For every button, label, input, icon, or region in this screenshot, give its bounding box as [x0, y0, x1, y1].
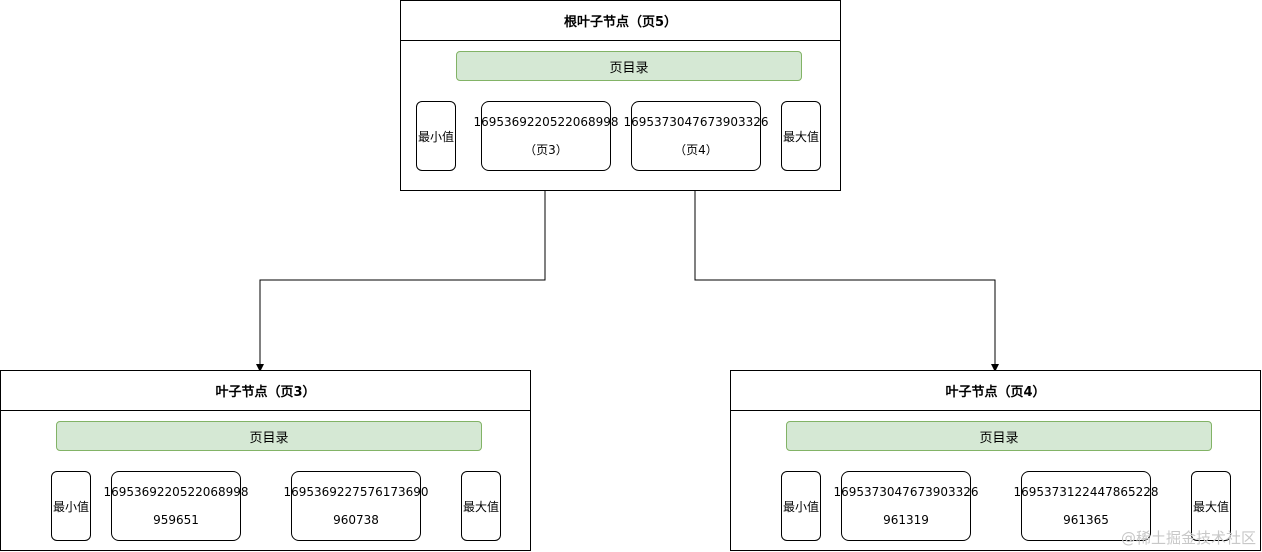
- root-record-2: 1695373047673903326 （页4）: [623, 101, 769, 171]
- leaf-page3-record-1-value: 959651: [153, 513, 199, 527]
- root-record-1-pointer: （页3）: [524, 143, 568, 157]
- leaf-page4-record-1-key: 1695373047673903326: [833, 485, 979, 499]
- root-min-value: 最小值: [416, 101, 456, 171]
- connector-root-to-page4: [694, 171, 999, 372]
- leaf-page4-record-2-value: 961365: [1063, 513, 1109, 527]
- leaf-page3-record-2-key: 1695369227576173690: [283, 485, 429, 499]
- connector-root-to-page3: [256, 171, 546, 372]
- leaf-page4-directory: 页目录: [786, 421, 1212, 451]
- root-record-1: 1695369220522068998 （页3）: [473, 101, 619, 171]
- leaf-page3-record-2-value: 960738: [333, 513, 379, 527]
- leaf-node-page3-panel: 叶子节点（页3） 页目录 最小值 1695369220522068998 959…: [0, 370, 531, 551]
- leaf-page4-record-2-key: 1695373122447865228: [1013, 485, 1159, 499]
- root-record-2-pointer: （页4）: [674, 143, 718, 157]
- leaf-node-page4-panel: 叶子节点（页4） 页目录 最小值 1695373047673903326 961…: [730, 370, 1261, 551]
- leaf-page3-min-value: 最小值: [51, 471, 91, 541]
- leaf-page3-record-1-key: 1695369220522068998: [103, 485, 249, 499]
- leaf-page3-record-1: 1695369220522068998 959651: [103, 471, 249, 541]
- root-record-2-key: 1695373047673903326: [623, 115, 769, 129]
- leaf-page4-max-value: 最大值: [1191, 471, 1231, 541]
- leaf-page4-title: 叶子节点（页4）: [731, 371, 1260, 411]
- leaf-page4-record-2: 1695373122447865228 961365: [1013, 471, 1159, 541]
- leaf-page4-min-value: 最小值: [781, 471, 821, 541]
- root-page-directory: 页目录: [456, 51, 802, 81]
- root-record-1-key: 1695369220522068998: [473, 115, 619, 129]
- root-max-value: 最大值: [781, 101, 821, 171]
- leaf-page3-max-value: 最大值: [461, 471, 501, 541]
- leaf-page3-title: 叶子节点（页3）: [1, 371, 530, 411]
- leaf-page4-record-1-value: 961319: [883, 513, 929, 527]
- watermark: @稀土掘金技术社区: [1120, 529, 1256, 547]
- leaf-page3-record-2: 1695369227576173690 960738: [283, 471, 429, 541]
- root-node-title: 根叶子节点（页5）: [401, 1, 840, 41]
- root-node-panel: 根叶子节点（页5） 页目录 最小值 1695369220522068998 （页…: [400, 0, 841, 191]
- leaf-page3-directory: 页目录: [56, 421, 482, 451]
- leaf-page4-record-1: 1695373047673903326 961319: [833, 471, 979, 541]
